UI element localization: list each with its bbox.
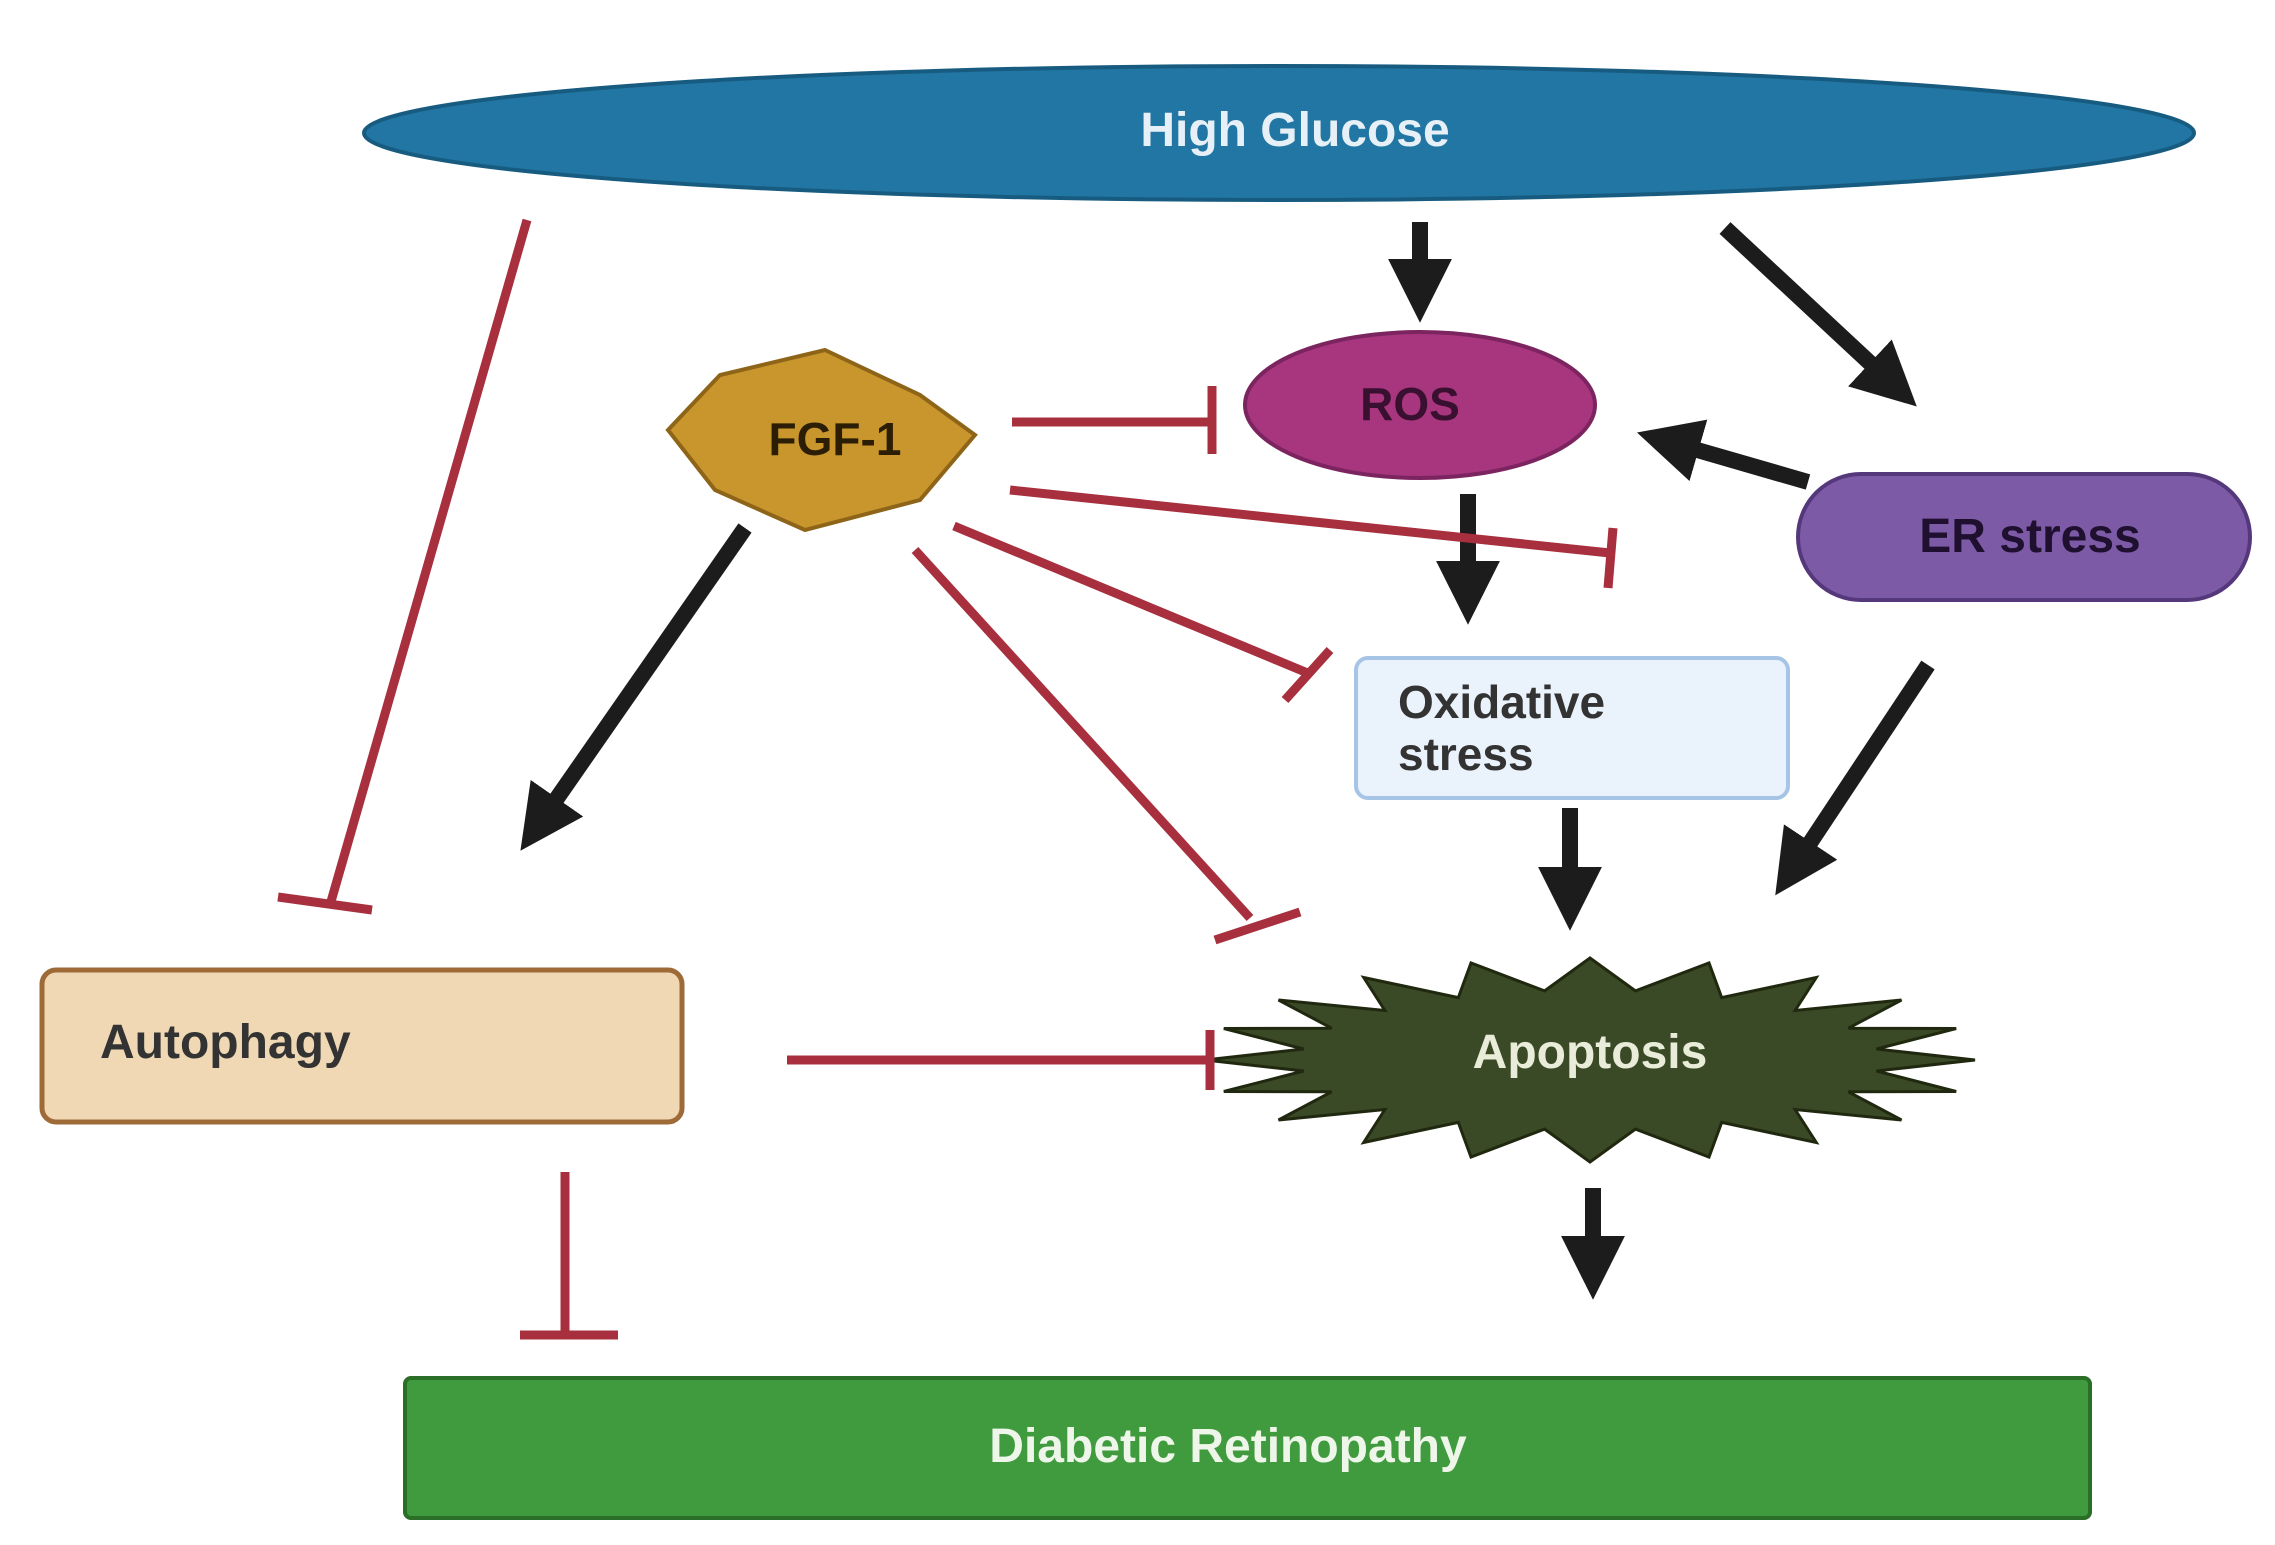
high-glucose-node: High Glucose bbox=[362, 64, 2196, 202]
high-glucose-shape bbox=[362, 64, 2196, 202]
inhibit-autophagy-to-apoptosis bbox=[787, 1030, 1215, 1090]
fgf1-shape bbox=[665, 347, 978, 533]
inhibit-fgf1-to-oxidative-stress bbox=[952, 521, 1334, 704]
ros-node: ROS bbox=[1243, 330, 1597, 480]
high-glucose-label: High Glucose bbox=[1140, 104, 1449, 157]
oxidative-stress-node: Oxidative stress bbox=[1354, 656, 1790, 800]
inhibit-autophagy-to-diabetic-retinopathy bbox=[520, 1172, 618, 1340]
diabetic-retinopathy-shape bbox=[403, 1376, 2092, 1520]
apoptosis-label: Apoptosis bbox=[1473, 1026, 1708, 1079]
fgf1-node: FGF-1 bbox=[665, 347, 978, 533]
apoptosis-node: Apoptosis bbox=[1204, 956, 1976, 1164]
diabetic-retinopathy-label: Diabetic Retinopathy bbox=[989, 1420, 1467, 1473]
arrow-er-stress-to-apoptosis bbox=[1775, 660, 1935, 896]
arrow-er-stress-to-ros bbox=[1636, 419, 1811, 490]
er-stress-node: ER stress bbox=[1796, 472, 2252, 602]
autophagy-label: Autophagy bbox=[100, 1016, 351, 1069]
inhibit-high-glucose-to-autophagy bbox=[277, 218, 532, 915]
oxidative-stress-label-line2: stress bbox=[1398, 728, 1534, 780]
arrow-fgf1-to-autophagy bbox=[520, 523, 752, 851]
inhibit-fgf1-to-apoptosis bbox=[911, 546, 1302, 945]
arrow-high-glucose-to-er-stress bbox=[1719, 222, 1917, 407]
ros-label: ROS bbox=[1360, 378, 1460, 430]
inhibit-fgf1-to-ros bbox=[1012, 386, 1217, 454]
autophagy-shape bbox=[39, 967, 685, 1125]
autophagy-node: Autophagy bbox=[39, 967, 685, 1125]
er-stress-shape bbox=[1796, 472, 2252, 602]
diabetic-retinopathy-node: Diabetic Retinopathy bbox=[403, 1376, 2092, 1520]
inhibit-fgf1-to-ros-oxidative-link bbox=[1009, 485, 1618, 589]
ros-shape bbox=[1243, 330, 1597, 480]
oxidative-stress-label-line1: Oxidative bbox=[1398, 676, 1605, 728]
oxidative-stress-shape bbox=[1354, 656, 1790, 800]
er-stress-label: ER stress bbox=[1919, 510, 2140, 563]
fgf1-label: FGF-1 bbox=[769, 413, 902, 465]
